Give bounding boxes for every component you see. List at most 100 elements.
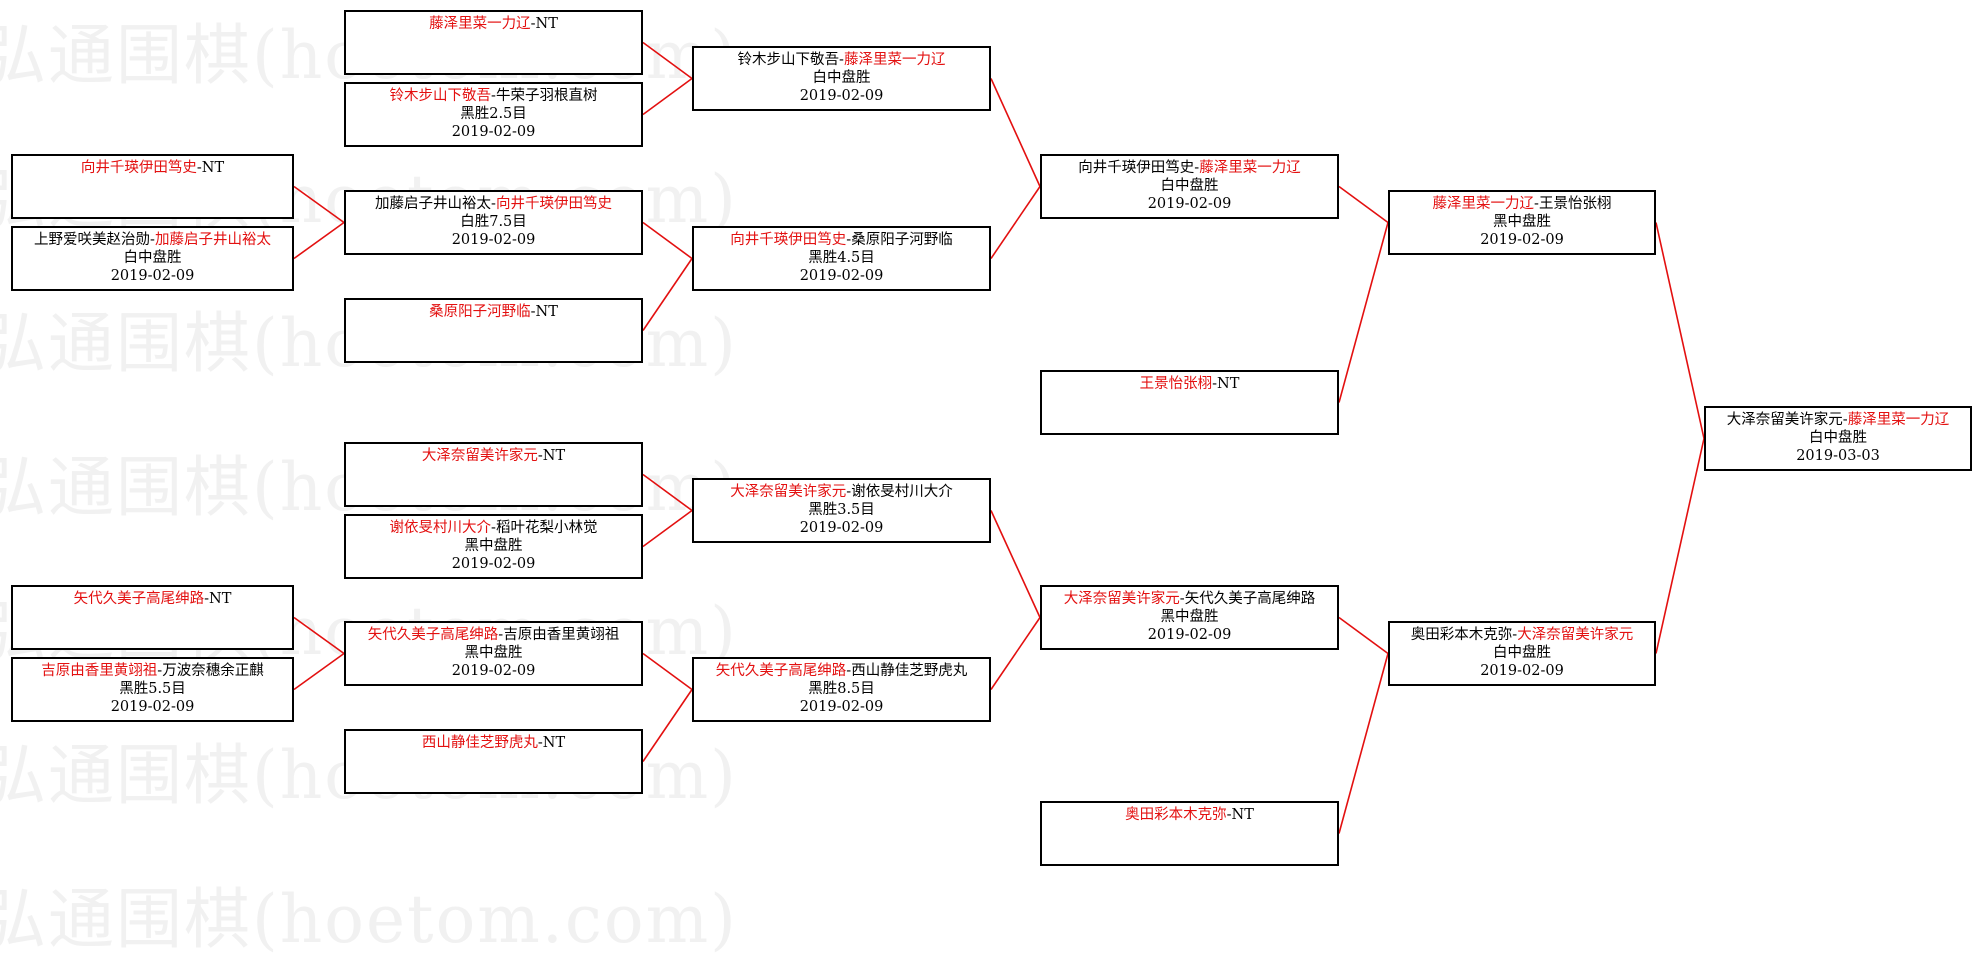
match-date: 2019-02-09 <box>799 268 884 284</box>
match-players: 谢依旻村川大介-稻叶花梨小林觉 <box>346 519 641 537</box>
player-one: 向井千瑛伊田笃史 <box>730 232 847 248</box>
connector-r2-4-to-r3-2 <box>642 258 693 331</box>
player-two: 万波奈穗余正麒 <box>162 663 264 679</box>
player-two: NT <box>209 591 232 607</box>
player-one: 加藤启子井山裕太 <box>375 196 492 212</box>
connector-r2-6-to-r3-3 <box>642 509 693 548</box>
match-players: 大泽奈留美许家元-矢代久美子高尾绅路 <box>1042 590 1337 608</box>
versus-separator: - <box>530 16 536 32</box>
player-two: NT <box>1231 807 1254 823</box>
versus-separator: - <box>150 232 155 248</box>
versus-separator: - <box>1842 412 1848 428</box>
connector-r2-2-to-r3-1 <box>642 77 693 116</box>
match-players: 向井千瑛伊田笃史-NT <box>13 159 292 177</box>
match-players: 矢代久美子高尾绅路-西山静佳芝野虎丸 <box>694 662 989 680</box>
player-two: 吉原由香里黄翊祖 <box>503 627 620 643</box>
match-result: 黑胜8.5目 <box>808 681 875 697</box>
player-two: NT <box>1217 376 1240 392</box>
match-box-r4-4: 奥田彩本木克弥-NT <box>1040 801 1339 866</box>
match-date: 2019-02-09 <box>451 556 536 572</box>
match-result: 黑中盘胜 <box>464 645 523 661</box>
versus-separator: - <box>491 520 496 536</box>
versus-separator: - <box>530 304 536 320</box>
versus-separator: - <box>204 591 210 607</box>
bracket-connectors <box>293 41 1705 834</box>
player-two: 西山静佳芝野虎丸 <box>851 663 968 679</box>
player-one: 铃木步山下敬吾 <box>389 88 492 104</box>
match-box-r2-1: 藤泽里菜一力辽-NT <box>344 10 643 75</box>
player-one: 大泽奈留美许家元 <box>421 448 538 464</box>
match-date: 2019-02-09 <box>451 124 536 140</box>
match-box-r4-2: 王景怡张栩-NT <box>1040 370 1339 435</box>
player-one: 上野爱咲美赵治勋 <box>34 232 151 248</box>
player-one: 藤泽里菜一力辽 <box>1432 196 1535 212</box>
player-one: 奥田彩本木克弥 <box>1125 807 1227 823</box>
player-one: 向井千瑛伊田笃史 <box>1078 160 1195 176</box>
player-one: 谢依旻村川大介 <box>389 520 492 536</box>
match-date: 2019-02-09 <box>1480 232 1564 248</box>
player-one: 大泽奈留美许家元 <box>1063 591 1180 607</box>
player-one: 向井千瑛伊田笃史 <box>80 160 197 176</box>
connector-r2-1-to-r3-1 <box>642 41 693 80</box>
match-date: 2019-02-09 <box>451 663 536 679</box>
match-players: 藤泽里菜一力辽-王景怡张栩 <box>1390 195 1654 213</box>
match-players: 铃木步山下敬吾-藤泽里菜一力辽 <box>694 51 989 69</box>
connector-r3-1-to-r4-1 <box>990 78 1041 187</box>
match-date: 2019-03-03 <box>1796 448 1880 464</box>
connector-r2-7-to-r3-4 <box>642 652 693 691</box>
connector-r1-1-to-r2-3 <box>293 185 345 224</box>
match-result: 黑中盘胜 <box>464 538 523 554</box>
versus-separator: - <box>1179 591 1185 607</box>
versus-separator: - <box>491 196 496 212</box>
versus-separator: - <box>1212 376 1218 392</box>
match-players: 矢代久美子高尾绅路-NT <box>13 590 292 608</box>
match-result: 白胜7.5目 <box>460 214 527 230</box>
match-date: 2019-02-09 <box>1147 627 1232 643</box>
match-players: 大泽奈留美许家元-藤泽里菜一力辽 <box>1706 411 1970 429</box>
connector-r4-1-to-r5-1 <box>1338 185 1389 224</box>
match-players: 大泽奈留美许家元-谢依旻村川大介 <box>694 483 989 501</box>
player-two: NT <box>535 304 558 320</box>
player-one: 吉原由香里黄翊祖 <box>41 663 158 679</box>
player-one: 桑原阳子河野临 <box>429 304 531 320</box>
versus-separator: - <box>1534 196 1539 212</box>
connector-r5-1-to-final <box>1655 222 1705 439</box>
connector-r2-5-to-r3-3 <box>642 473 693 512</box>
match-players: 上野爱咲美赵治勋-加藤启子井山裕太 <box>13 231 292 249</box>
player-one: 大泽奈留美许家元 <box>730 484 847 500</box>
match-date: 2019-02-09 <box>110 699 195 715</box>
player-two: 大泽奈留美许家元 <box>1517 627 1634 643</box>
player-one: 西山静佳芝野虎丸 <box>421 735 538 751</box>
connector-r1-2-to-r2-3 <box>293 221 345 260</box>
player-two: 稻叶花梨小林觉 <box>495 520 598 536</box>
match-date: 2019-02-09 <box>799 520 884 536</box>
match-box-r2-8: 西山静佳芝野虎丸-NT <box>344 729 643 794</box>
player-one: 矢代久美子高尾绅路 <box>73 591 205 607</box>
player-two: NT <box>201 160 225 176</box>
player-two: 向井千瑛伊田笃史 <box>495 196 612 212</box>
match-players: 藤泽里菜一力辽-NT <box>346 15 641 33</box>
match-players: 吉原由香里黄翊祖-万波奈穗余正麒 <box>13 662 292 680</box>
player-two: 藤泽里菜一力辽 <box>843 52 946 68</box>
versus-separator: - <box>491 88 496 104</box>
connector-r3-4-to-r4-3 <box>990 617 1041 690</box>
match-box-r3-2: 向井千瑛伊田笃史-桑原阳子河野临黑胜4.5目 2019-02-09 <box>692 226 991 291</box>
match-players: 大泽奈留美许家元-NT <box>346 447 641 465</box>
player-two: 矢代久美子高尾绅路 <box>1184 591 1316 607</box>
versus-separator: - <box>196 160 202 176</box>
match-result: 白中盘胜 <box>1493 645 1551 661</box>
match-result: 白中盘胜 <box>1160 178 1219 194</box>
match-result: 黑胜2.5目 <box>460 106 527 122</box>
versus-separator: - <box>498 627 504 643</box>
player-one: 奥田彩本木克弥 <box>1410 627 1513 643</box>
player-one: 矢代久美子高尾绅路 <box>715 663 847 679</box>
match-players: 向井千瑛伊田笃史-桑原阳子河野临 <box>694 231 989 249</box>
versus-separator: - <box>537 448 543 464</box>
match-result: 黑胜4.5目 <box>808 250 875 266</box>
